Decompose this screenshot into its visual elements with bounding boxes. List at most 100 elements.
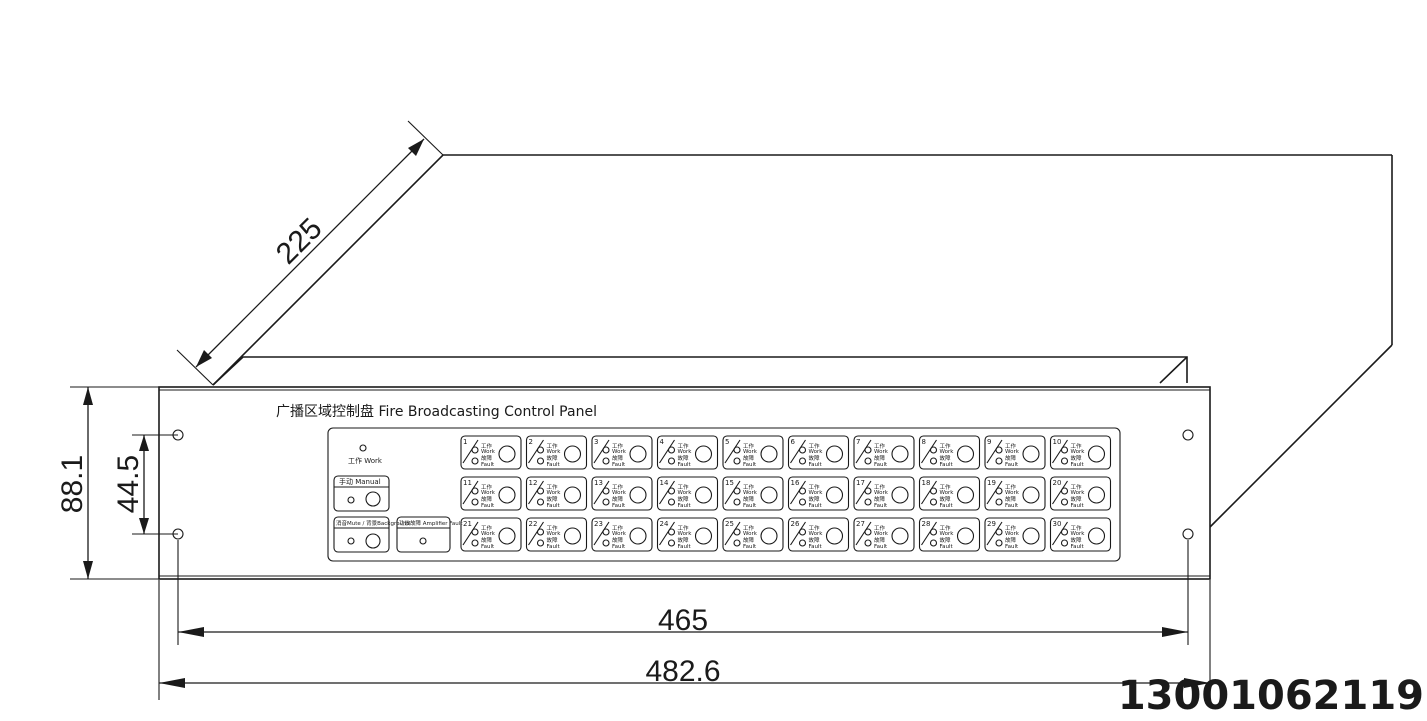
zone-knob[interactable] bbox=[891, 445, 909, 463]
zone-knob[interactable] bbox=[498, 445, 516, 463]
zone-knob[interactable] bbox=[694, 486, 713, 504]
zone-button-frame[interactable] bbox=[1049, 517, 1112, 552]
zone-knob[interactable] bbox=[956, 486, 975, 504]
mount-hole-top-right bbox=[1182, 429, 1194, 441]
zone-knob[interactable] bbox=[760, 486, 778, 504]
zone-button-frame[interactable] bbox=[1049, 476, 1112, 511]
zone-knob[interactable] bbox=[891, 486, 909, 504]
zone-knob[interactable] bbox=[1087, 445, 1106, 463]
zone-button-frame[interactable] bbox=[525, 476, 588, 511]
zone-button-frame[interactable] bbox=[984, 517, 1046, 552]
zone-button-frame[interactable] bbox=[722, 476, 784, 511]
zone-button-frame[interactable] bbox=[1049, 435, 1112, 470]
work-led bbox=[667, 528, 676, 536]
zone-button-frame[interactable] bbox=[722, 517, 784, 552]
zone-knob[interactable] bbox=[760, 445, 778, 463]
zone-button-frame[interactable] bbox=[984, 435, 1046, 470]
zone-knob[interactable] bbox=[563, 486, 582, 504]
zone-work-cn-label: 工作 bbox=[809, 524, 821, 532]
zone-button-frame[interactable] bbox=[656, 435, 719, 470]
zone-button-frame[interactable] bbox=[853, 435, 915, 470]
zone-knob[interactable] bbox=[498, 486, 516, 504]
zone-button-frame[interactable] bbox=[460, 435, 522, 470]
amp-fault-label: 功放故障 Amplifier Fault bbox=[399, 519, 463, 527]
zone-button-frame[interactable] bbox=[787, 476, 850, 511]
zone-fault-en-label: Fault bbox=[1071, 544, 1085, 550]
zone-button-frame[interactable] bbox=[591, 517, 653, 552]
zone-knob[interactable] bbox=[694, 527, 713, 545]
zone-button-frame[interactable] bbox=[918, 476, 981, 511]
zone-button-frame[interactable] bbox=[853, 517, 915, 552]
zone-knob[interactable] bbox=[563, 445, 582, 463]
zone-button-frame[interactable] bbox=[656, 517, 719, 552]
zone-work-cn-label: 工作 bbox=[874, 483, 886, 491]
zone-knob[interactable] bbox=[629, 527, 647, 545]
zone-button-frame[interactable] bbox=[460, 476, 522, 511]
zone-knob[interactable] bbox=[956, 445, 975, 463]
zone-button-frame[interactable] bbox=[722, 435, 784, 470]
zone-knob[interactable] bbox=[825, 445, 844, 463]
zone-knob[interactable] bbox=[498, 527, 516, 545]
zone-knob[interactable] bbox=[694, 445, 713, 463]
zone-button-frame[interactable] bbox=[918, 435, 981, 470]
zone-knob[interactable] bbox=[563, 527, 582, 545]
zone-button-frame[interactable] bbox=[460, 517, 522, 552]
zone-knob[interactable] bbox=[825, 486, 844, 504]
zone-knob[interactable] bbox=[1022, 486, 1040, 504]
zone-button-frame[interactable] bbox=[918, 517, 981, 552]
zone-knob[interactable] bbox=[1022, 527, 1040, 545]
zone-knob[interactable] bbox=[825, 527, 844, 545]
zone-knob[interactable] bbox=[956, 527, 975, 545]
zone-button-frame[interactable] bbox=[591, 435, 653, 470]
zone-button-frame[interactable] bbox=[787, 517, 850, 552]
zone-knob[interactable] bbox=[629, 445, 647, 463]
zone-knob[interactable] bbox=[629, 486, 647, 504]
zone-work-cn-label: 工作 bbox=[678, 483, 690, 491]
zone-button-frame[interactable] bbox=[787, 435, 850, 470]
manual-button[interactable] bbox=[333, 475, 390, 512]
zone-button-frame[interactable] bbox=[525, 435, 588, 470]
zone-number: 15 bbox=[725, 479, 734, 487]
zone-button-frame[interactable] bbox=[525, 517, 588, 552]
zone-button-frame[interactable] bbox=[853, 476, 915, 511]
zone-knob[interactable] bbox=[1087, 486, 1106, 504]
zone-button-frame[interactable] bbox=[591, 476, 653, 511]
zone-knob[interactable] bbox=[1022, 445, 1040, 463]
zone-knob[interactable] bbox=[891, 527, 909, 545]
mute-background-button[interactable] bbox=[333, 516, 390, 553]
zone-knob[interactable] bbox=[760, 527, 778, 545]
zone-knob[interactable] bbox=[1087, 527, 1106, 545]
zone-button-frame[interactable] bbox=[984, 476, 1046, 511]
zone-button-frame[interactable] bbox=[656, 476, 719, 511]
